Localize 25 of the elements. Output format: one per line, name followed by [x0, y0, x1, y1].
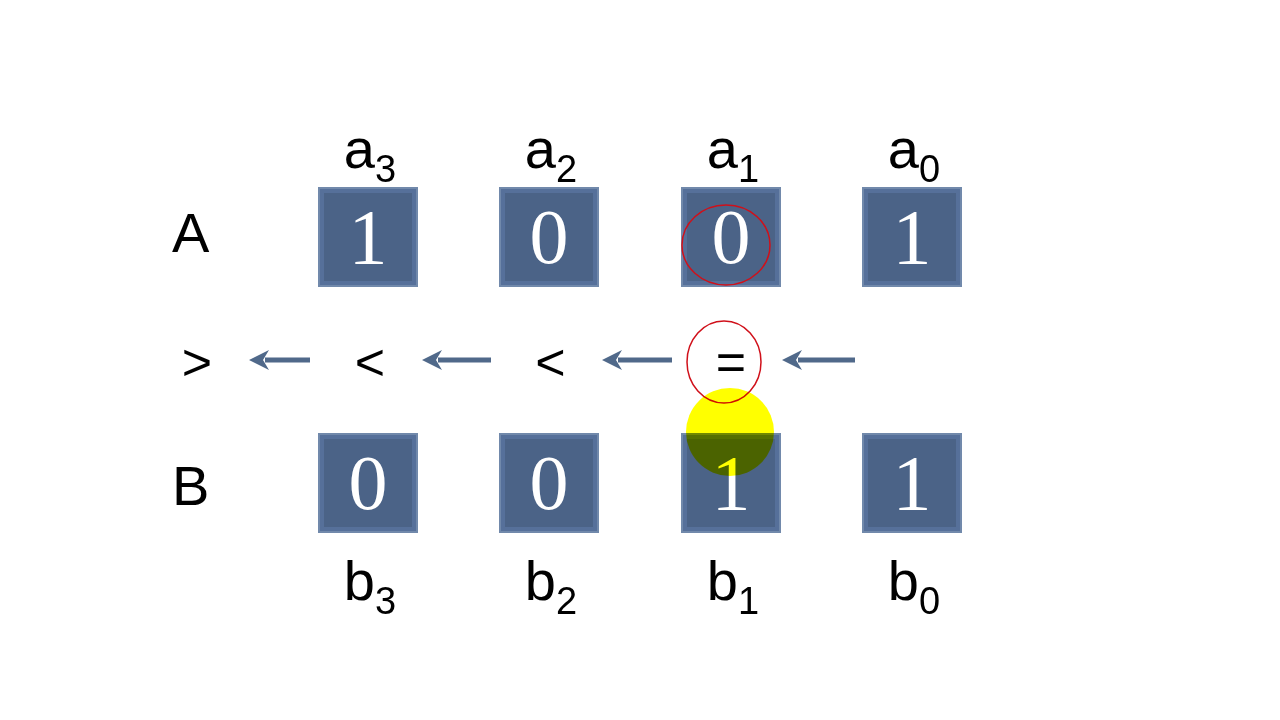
bit-label: b$_{1}$: [705, 553, 761, 620]
bit-value: 0: [711, 198, 751, 276]
bit-label: a$_{0}$: [886, 121, 942, 188]
bit-label: a$_{1}$: [705, 121, 761, 188]
row-label: B: [172, 458, 210, 514]
bit-label: b$_{0}$: [886, 553, 942, 620]
arrow: [422, 350, 491, 370]
bit-value: 0: [348, 444, 388, 522]
bit-value: 1: [892, 198, 932, 276]
bit-value: 0: [529, 198, 569, 276]
row-label: A: [172, 205, 210, 261]
comparison-sign: <: [535, 336, 566, 388]
bit-label: b$_{2}$: [523, 553, 579, 620]
comparison-sign: >: [181, 336, 213, 388]
bit-label: a$_{3}$: [342, 121, 398, 188]
bit-value: 1: [348, 198, 388, 276]
bit-value: 0: [529, 444, 569, 522]
arrow: [602, 350, 672, 370]
bit-label: b$_{3}$: [342, 553, 398, 620]
arrow: [782, 350, 855, 370]
bit-label: a$_{2}$: [523, 121, 579, 188]
comparison-sign: =: [715, 336, 747, 388]
bit-value: 1: [892, 444, 932, 522]
comparison-sign: <: [354, 336, 386, 388]
arrow: [249, 350, 310, 370]
